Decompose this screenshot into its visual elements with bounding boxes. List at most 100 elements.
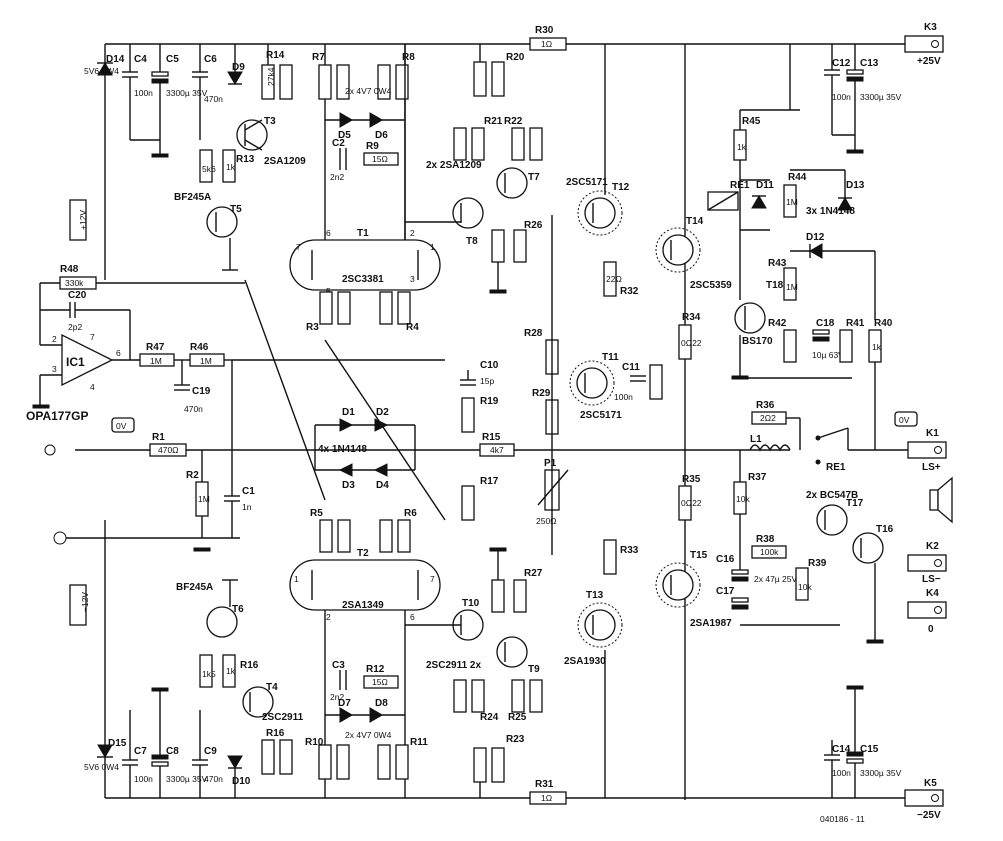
resistor-r36: R36 2Ω2	[751, 400, 787, 425]
svg-text:5V6 0W4: 5V6 0W4	[84, 762, 119, 772]
svg-text:LS−: LS−	[922, 574, 941, 585]
svg-text:R17: R17	[480, 476, 499, 487]
resistor-r8: R8	[377, 44, 415, 240]
svg-text:2x 2SA1209: 2x 2SA1209	[426, 160, 482, 171]
svg-text:1Ω: 1Ω	[541, 793, 552, 803]
resistor-r19: R19	[461, 396, 499, 433]
connector-k3[interactable]: K3 +25V	[904, 22, 944, 67]
svg-text:T9: T9	[528, 664, 540, 675]
svg-text:3300µ 35V: 3300µ 35V	[166, 88, 208, 98]
svg-text:3x 1N4148: 3x 1N4148	[806, 206, 855, 217]
svg-text:2x 4V7 0W4: 2x 4V7 0W4	[345, 730, 392, 740]
svg-text:D9: D9	[232, 62, 245, 73]
svg-text:R38: R38	[756, 534, 775, 545]
connector-k2[interactable]: K2 LS−	[907, 541, 947, 585]
svg-text:1M: 1M	[786, 282, 798, 292]
transistor-t7: T7 2x 2SA1209	[426, 160, 540, 199]
resistor-r14: R14 27k4	[261, 44, 293, 100]
cap-c18: C18 10µ 63V	[812, 318, 844, 360]
k5-label: −25V	[917, 810, 941, 821]
svg-text:2x 47µ 25V: 2x 47µ 25V	[754, 574, 798, 584]
resistor-r2: R2 1M	[186, 450, 210, 538]
svg-text:330k: 330k	[65, 278, 84, 288]
svg-text:T10: T10	[462, 598, 480, 609]
svg-text:T17: T17	[846, 498, 864, 509]
svg-text:OPA177GP: OPA177GP	[26, 409, 88, 423]
transistor-t12: T12 2SC5171	[566, 177, 630, 236]
diode-bridge: D1 D2 D3 D4 4x 1N4148	[314, 407, 416, 491]
svg-text:R16: R16	[240, 660, 259, 671]
svg-text:T14: T14	[686, 216, 704, 227]
connector-k1[interactable]: K1 LS+	[907, 428, 947, 473]
svg-text:R46: R46	[190, 342, 209, 353]
svg-text:2: 2	[52, 334, 57, 344]
svg-text:R15: R15	[482, 432, 501, 443]
svg-text:R48: R48	[60, 264, 79, 275]
led-d9: D9	[227, 44, 245, 85]
svg-text:7: 7	[430, 574, 435, 584]
svg-text:D11: D11	[756, 180, 774, 191]
svg-text:470Ω: 470Ω	[158, 445, 179, 455]
svg-text:C15: C15	[860, 744, 879, 755]
resistor-r33: R33	[603, 539, 639, 575]
svg-text:7: 7	[296, 242, 301, 252]
svg-text:2: 2	[326, 612, 331, 622]
resistor-r27: R27	[489, 547, 543, 613]
svg-text:100k: 100k	[760, 547, 779, 557]
svg-text:T13: T13	[586, 590, 604, 601]
svg-text:T8: T8	[466, 236, 478, 247]
svg-text:D7: D7	[338, 698, 351, 709]
inductor-l1: L1	[749, 434, 791, 452]
svg-text:R39: R39	[808, 558, 827, 569]
svg-text:6: 6	[410, 612, 415, 622]
transistor-t9: T9 2SC2911 2x	[426, 636, 540, 675]
svg-text:R40: R40	[874, 318, 893, 329]
transistor-t11: T11 2SC5171	[569, 352, 622, 421]
diode-d11: D11	[751, 180, 774, 209]
svg-text:C9: C9	[204, 746, 217, 757]
resistor-r1: R1 470Ω	[149, 432, 187, 457]
svg-text:R2: R2	[186, 470, 199, 481]
cap-c1: C1 1n	[224, 450, 255, 538]
svg-text:R5: R5	[310, 508, 323, 519]
svg-text:R31: R31	[535, 779, 554, 790]
svg-text:D8: D8	[375, 698, 388, 709]
svg-text:C5: C5	[166, 54, 179, 65]
svg-text:2SA1209: 2SA1209	[264, 156, 306, 167]
svg-text:D3: D3	[342, 480, 355, 491]
svg-text:K4: K4	[926, 588, 939, 599]
jfet-t6: BF245A T6	[176, 579, 244, 638]
connector-k5[interactable]: K5 −25V	[904, 778, 944, 821]
resistor-r11: R11	[377, 737, 428, 780]
svg-text:LS+: LS+	[922, 462, 941, 473]
connector-k4[interactable]: K4 0	[907, 588, 947, 635]
transistor-t10: T10	[452, 598, 484, 641]
resistor-r28: R28	[524, 328, 559, 375]
svg-text:R47: R47	[146, 342, 165, 353]
svg-text:R32: R32	[620, 286, 639, 297]
cap-c2: C2 2n2	[330, 138, 347, 182]
svg-text:1k: 1k	[226, 666, 236, 676]
svg-text:C1: C1	[242, 486, 255, 497]
resistor-r32: 22Ω R32	[603, 261, 639, 297]
cap-c9: C9 470n	[192, 710, 223, 798]
input-jack[interactable]	[44, 444, 67, 545]
svg-text:2x BC547B: 2x BC547B	[806, 490, 858, 501]
svg-text:R36: R36	[756, 400, 775, 411]
svg-text:R23: R23	[506, 734, 525, 745]
svg-text:0: 0	[928, 624, 934, 635]
svg-text:R34: R34	[682, 312, 701, 323]
svg-text:T11: T11	[602, 352, 619, 363]
svg-text:T15: T15	[690, 550, 708, 561]
svg-text:R45: R45	[742, 116, 761, 127]
svg-text:2SA1349: 2SA1349	[342, 600, 384, 611]
svg-text:P1: P1	[544, 458, 557, 469]
led-d10: D10	[227, 755, 251, 798]
svg-text:15Ω: 15Ω	[372, 154, 388, 164]
svg-text:R43: R43	[768, 258, 787, 269]
figure-id: 040186 - 11	[820, 814, 865, 824]
cap-c8: C8 3300µ 35V	[151, 687, 208, 798]
svg-text:15p: 15p	[480, 376, 494, 386]
svg-text:BF245A: BF245A	[174, 192, 211, 203]
